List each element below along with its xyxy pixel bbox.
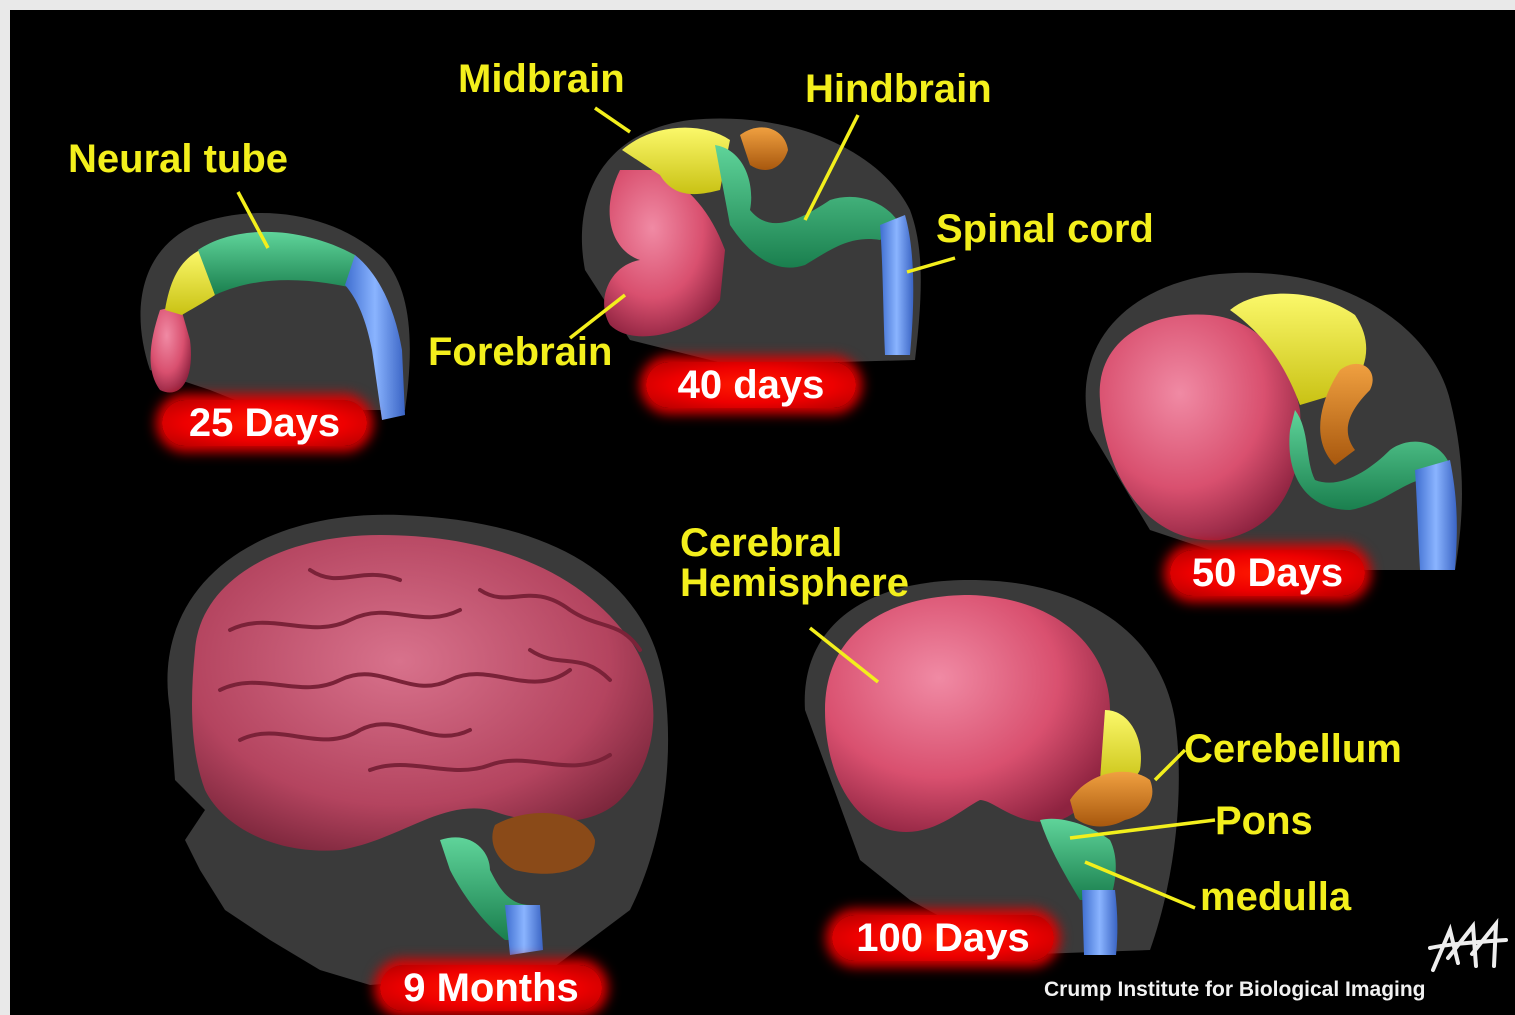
stage-40-days-illustration	[582, 118, 921, 365]
spinal-cord-50	[1415, 460, 1457, 570]
stage-badge-25-days: 25 Days	[162, 400, 367, 446]
credit-text: Crump Institute for Biological Imaging	[1044, 978, 1426, 1002]
stage-25-days-illustration	[140, 213, 409, 420]
spinal-cord-100	[1082, 890, 1117, 955]
stage-100-days-illustration	[805, 580, 1179, 955]
diagram-panel: Neural tube Midbrain Hindbrain Spinal co…	[10, 10, 1515, 1015]
label-spinal-cord: Spinal cord	[936, 208, 1154, 250]
label-pons: Pons	[1215, 800, 1313, 842]
leader-midbrain	[595, 108, 630, 132]
spinal-cord-9m	[505, 905, 543, 955]
stage-badge-40-days: 40 days	[646, 362, 856, 408]
label-cerebral-hemisphere-line2: Hemisphere	[680, 562, 909, 604]
label-midbrain: Midbrain	[458, 58, 625, 100]
label-forebrain: Forebrain	[428, 331, 612, 373]
label-medulla: medulla	[1200, 876, 1351, 918]
cerebral-hemisphere-100	[825, 595, 1110, 832]
spinal-cord-40	[880, 215, 913, 355]
stage-badge-9-months: 9 Months	[380, 965, 602, 1011]
label-neural-tube: Neural tube	[68, 138, 288, 180]
stage-badge-100-days: 100 Days	[832, 915, 1054, 961]
stage-50-days-illustration	[1086, 273, 1462, 570]
label-cerebral-hemisphere-line1: Cerebral	[680, 522, 842, 564]
label-hindbrain: Hindbrain	[805, 68, 992, 110]
cerebellum-9m	[492, 813, 595, 874]
stage-9-months-illustration	[167, 515, 668, 985]
stage-badge-50-days: 50 Days	[1170, 550, 1365, 596]
label-cerebellum: Cerebellum	[1184, 728, 1402, 770]
crump-logo-icon	[1428, 918, 1508, 978]
